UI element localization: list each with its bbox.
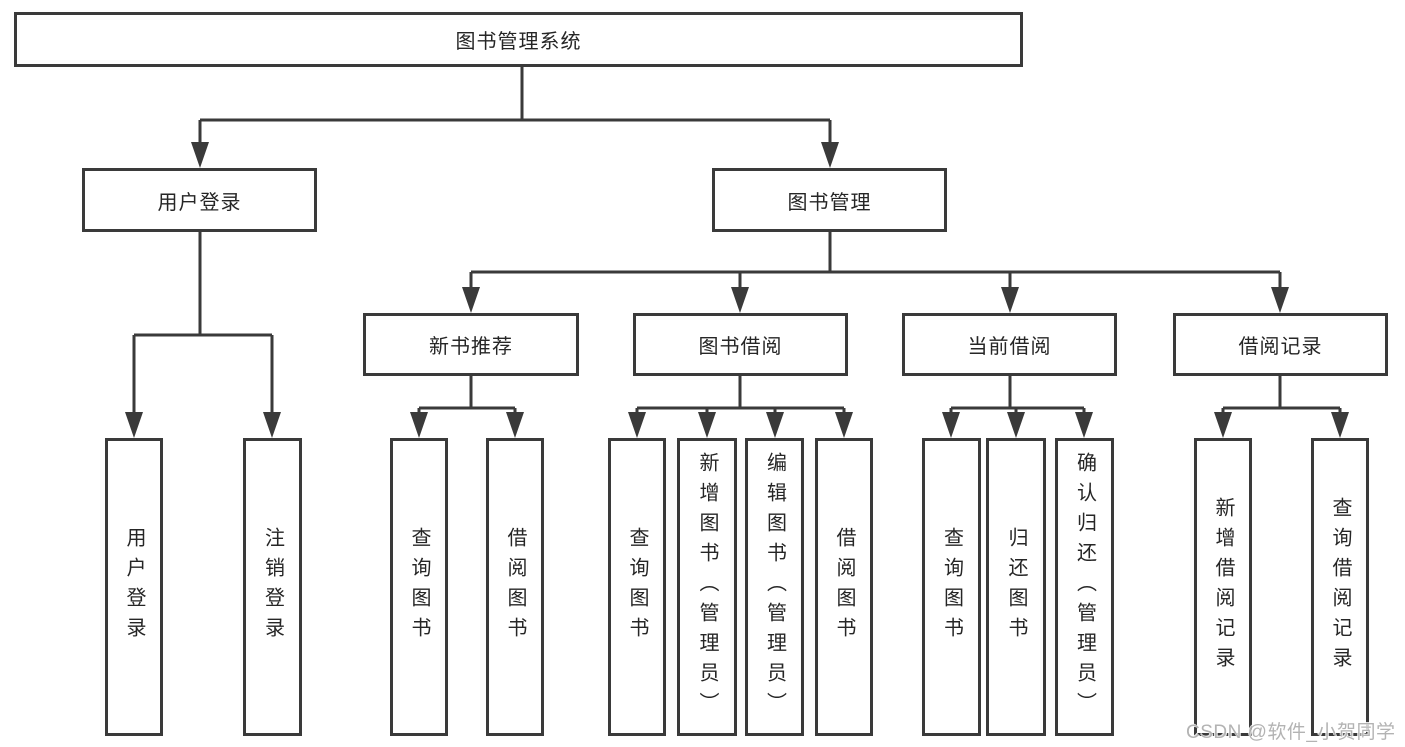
leaf-label: 归还图书 [1005, 527, 1027, 647]
leaf-add-book-admin: 新增图书（管理员） [677, 438, 737, 736]
leaf-label: 查询图书 [940, 527, 963, 647]
leaf-add-borrow-record: 新增借阅记录 [1194, 438, 1252, 736]
node-current-borrow-label: 当前借阅 [967, 336, 1052, 358]
leaf-query-book-recommend: 查询图书 [390, 438, 448, 736]
node-borrow-record: 借阅记录 [1173, 313, 1388, 376]
leaf-label: 查询借阅记录 [1329, 497, 1351, 677]
arrowheads [125, 142, 1349, 438]
leaf-label: 新增图书（管理员） [696, 452, 718, 722]
leaf-logout: 注销登录 [243, 438, 302, 736]
csdn-watermark: CSDN @软件_小贺同学 [1186, 722, 1396, 743]
leaf-label: 注销登录 [261, 527, 284, 647]
leaf-label: 用户登录 [123, 527, 145, 647]
leaf-edit-book-admin: 编辑图书（管理员） [745, 438, 804, 736]
node-borrow-record-label: 借阅记录 [1238, 336, 1323, 358]
node-current-borrow: 当前借阅 [902, 313, 1117, 376]
leaf-label: 确认归还（管理员） [1073, 452, 1096, 722]
leaf-confirm-return-admin: 确认归还（管理员） [1055, 438, 1114, 736]
leaf-user-login: 用户登录 [105, 438, 163, 736]
leaf-query-book-borrow: 查询图书 [608, 438, 666, 736]
leaf-label: 借阅图书 [833, 527, 855, 647]
node-user-login: 用户登录 [82, 168, 317, 232]
leaf-query-borrow-record: 查询借阅记录 [1311, 438, 1369, 736]
leaf-label: 编辑图书（管理员） [763, 452, 786, 722]
leaf-label: 查询图书 [626, 527, 648, 647]
node-new-book-recommend: 新书推荐 [363, 313, 579, 376]
node-book-borrow-label: 图书借阅 [698, 336, 783, 358]
node-book-borrow: 图书借阅 [633, 313, 848, 376]
node-new-book-recommend-label: 新书推荐 [429, 336, 513, 358]
leaf-label: 查询图书 [408, 527, 430, 647]
node-user-login-label: 用户登录 [157, 191, 242, 214]
leaf-borrow-book-recommend: 借阅图书 [486, 438, 544, 736]
node-root-label: 图书管理系统 [455, 31, 582, 53]
leaf-borrow-book: 借阅图书 [815, 438, 873, 736]
leaf-query-book-current: 查询图书 [922, 438, 981, 736]
leaf-return-book: 归还图书 [986, 438, 1046, 736]
node-book-management: 图书管理 [712, 168, 947, 232]
node-root: 图书管理系统 [14, 12, 1023, 67]
leaf-label: 新增借阅记录 [1212, 497, 1234, 677]
leaf-label: 借阅图书 [504, 527, 526, 647]
node-book-management-label: 图书管理 [787, 191, 872, 214]
